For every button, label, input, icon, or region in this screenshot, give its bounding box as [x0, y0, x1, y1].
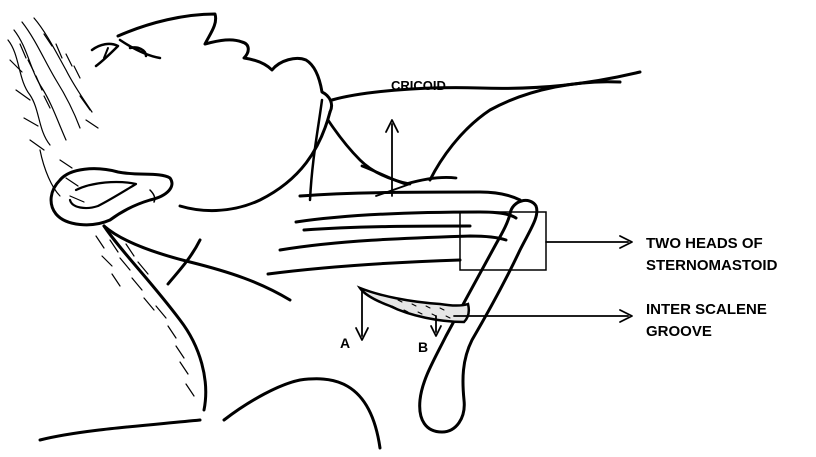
sternomastoid-lines — [268, 192, 520, 274]
point-a-label: A — [340, 335, 350, 351]
sternomastoid-bracket — [460, 212, 546, 270]
inter-scalene-label-line1: INTER SCALENE — [646, 301, 767, 318]
point-b-label: B — [418, 339, 428, 355]
ear — [51, 169, 172, 225]
lower-outline — [40, 226, 380, 448]
inter-scalene-pointer — [454, 310, 632, 322]
inter-scalene-label-line2: GROOVE — [646, 323, 712, 340]
cricoid-label: CRICOID — [391, 78, 446, 93]
hair — [8, 18, 98, 202]
two-heads-label-line1: TWO HEADS OF — [646, 235, 763, 252]
two-heads-pointer — [546, 236, 632, 248]
two-heads-label-line2: STERNOMASTOID — [646, 257, 778, 274]
point-a-arrow — [356, 290, 368, 340]
inter-scalene-groove-shape — [360, 288, 469, 322]
